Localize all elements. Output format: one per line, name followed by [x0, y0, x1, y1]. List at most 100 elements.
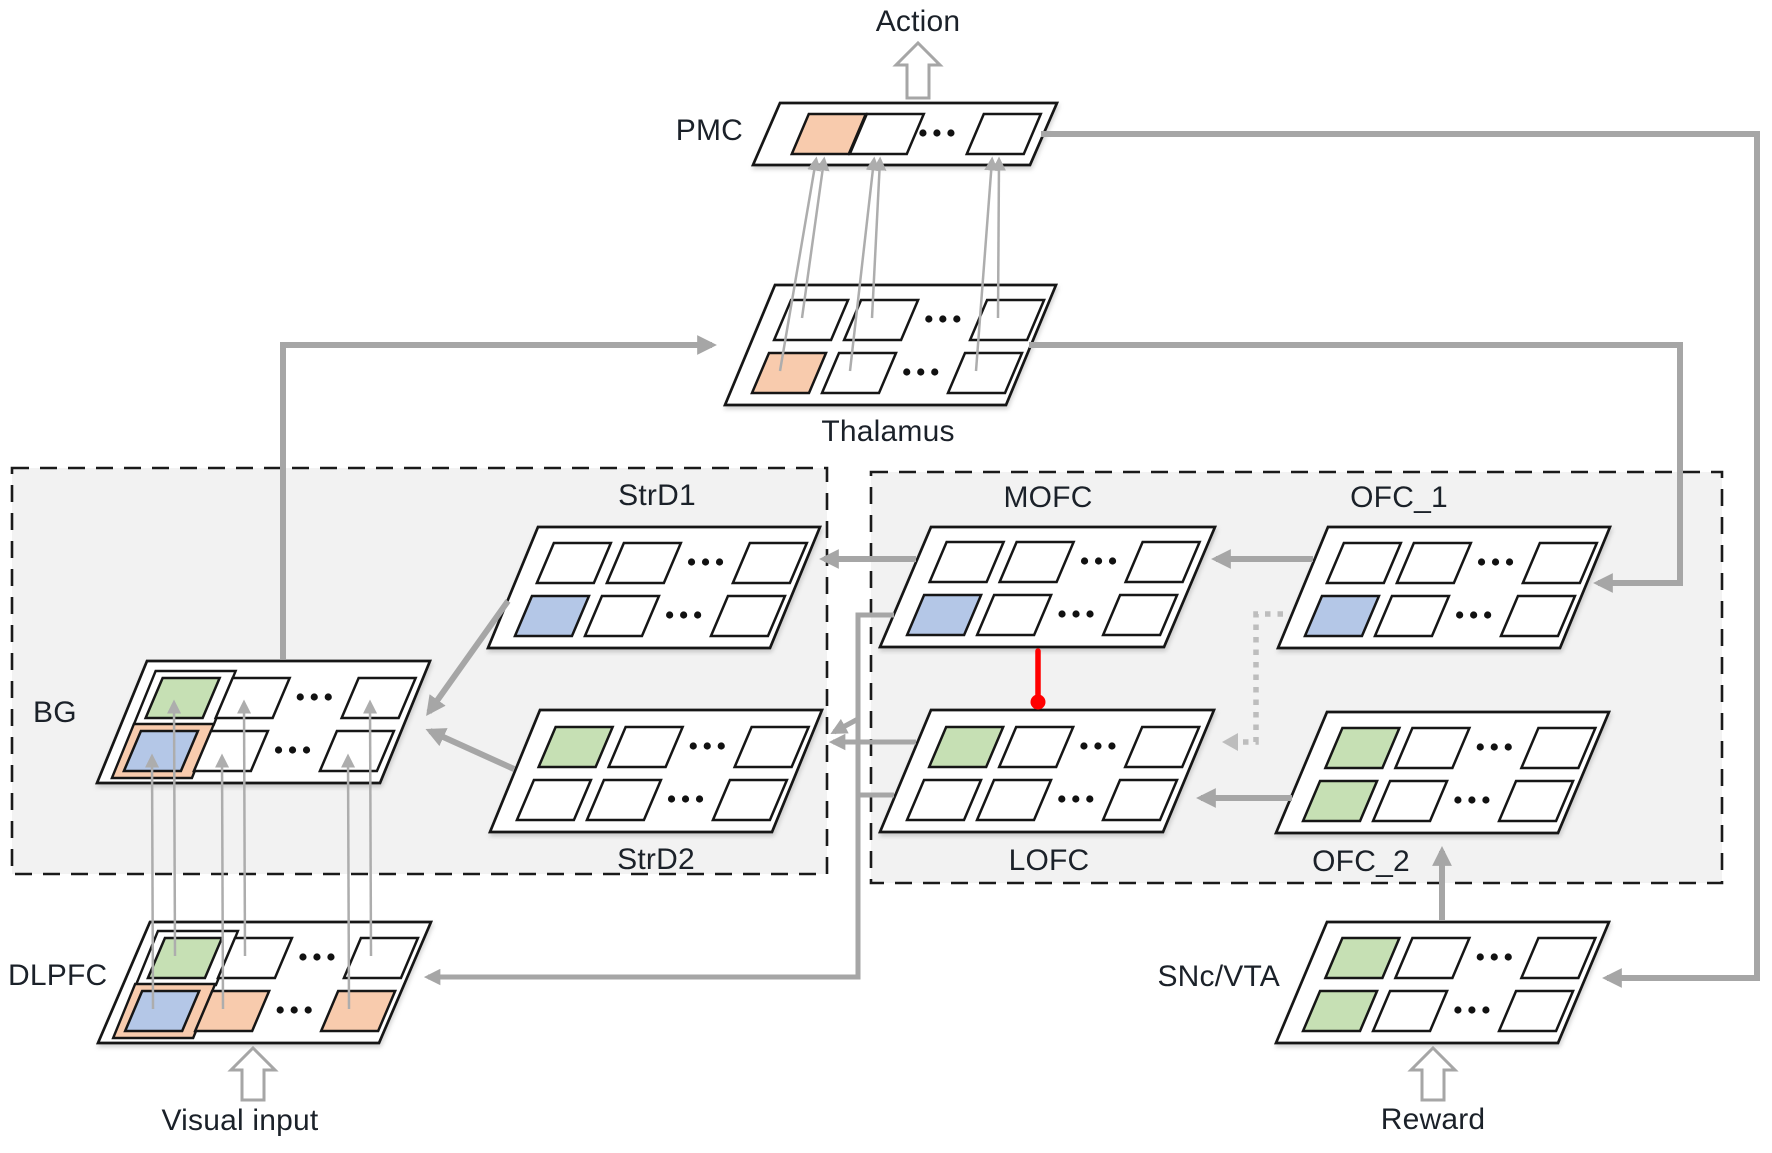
label-dlpfc: DLPFC: [8, 959, 108, 992]
lofc-cell-1-0: [905, 778, 983, 822]
snc-ellipsis-dot-2: [1482, 1006, 1490, 1014]
pmc-ellipsis-dot-0: [919, 129, 927, 137]
reward-block-arrow: [1407, 1045, 1459, 1102]
label-snc-vta: SNc/VTA: [1157, 960, 1280, 993]
ofc1-cell-0-2: [1520, 541, 1599, 585]
snc-ellipsis-dot-0: [1454, 1006, 1462, 1014]
pmc-cell-0-2: [964, 112, 1043, 156]
bg-ellipsis-dot-0: [296, 693, 304, 701]
thin-thal-pmc-1b: [800, 156, 830, 319]
thalamus-cell-0-0: [772, 298, 850, 342]
ofc2-cell-1-2: [1497, 779, 1575, 823]
ofc2-ellipsis-dot-1: [1490, 743, 1498, 751]
ofc1-ellipsis-dot-2: [1484, 611, 1492, 619]
strd1-ellipsis-dot-2: [715, 558, 724, 566]
ofc1-cell-1-2: [1499, 594, 1577, 638]
dlpfc-cell-0-2: [342, 936, 420, 980]
lofc-cell-0-0: [927, 725, 1006, 769]
thalamus-cell-1-1: [820, 351, 898, 395]
ofc1-ellipsis-dot-2: [1505, 558, 1514, 566]
strd2-cell-0-0: [536, 725, 615, 769]
action-block-arrow: [892, 40, 944, 100]
thin-dlpfc-bg-3b: [363, 699, 378, 957]
layer-lofc: [877, 708, 1217, 834]
thin-dlpfc-bg-2a: [215, 753, 230, 1010]
label-thalamus: Thalamus: [821, 415, 955, 448]
thin-dlpfc-bg-3a: [341, 753, 356, 1010]
strd2-cell-1-2: [711, 778, 789, 822]
lofc-cell-0-1: [997, 725, 1076, 769]
ofc2-ellipsis-dot-0: [1476, 743, 1484, 751]
layer-dlpfc: [95, 920, 434, 1045]
snc-cell-0-2: [1519, 936, 1598, 980]
bg-cell-0-1: [213, 676, 292, 720]
bg-ellipsis-dot-1: [310, 693, 318, 701]
mofc-ellipsis-dot-0: [1058, 610, 1066, 618]
layer-snc: [1273, 920, 1612, 1045]
thin-dlpfc-bg-2b: [237, 699, 252, 957]
strd1-cell-0-0: [534, 541, 613, 585]
strd1-ellipsis-dot-0: [687, 558, 696, 566]
mofc-cell-1-2: [1101, 593, 1179, 637]
strd2-cell-0-2: [732, 725, 811, 769]
strd2-ellipsis-dot-0: [667, 795, 676, 803]
lofc-ellipsis-dot-2: [1108, 742, 1116, 750]
ofc1-cell-0-1: [1394, 541, 1473, 585]
label-strd2: StrD2: [617, 843, 695, 876]
ofc1-cell-1-1: [1373, 594, 1451, 638]
thin-thal-pmc-2a: [848, 156, 880, 372]
arrow-branch-to-strd2: [830, 716, 860, 735]
bg-ellipsis-dot-2: [302, 746, 311, 754]
strd2-cell-1-0: [515, 778, 593, 822]
visual-input-block-arrow: [227, 1045, 279, 1102]
thalamus-ellipsis-dot-2: [953, 315, 961, 323]
strd1-cell-0-2: [730, 541, 809, 585]
mofc-cell-0-2: [1123, 540, 1202, 584]
dotted-ofc1-to-lofc: [1238, 611, 1283, 745]
ofc1-cell-1-0: [1303, 594, 1381, 638]
layer-mofc: [877, 525, 1218, 649]
ofc1-ellipsis-dot-1: [1491, 558, 1500, 566]
mofc-ellipsis-dot-1: [1072, 610, 1080, 618]
arrow-thalamus-to-ofc1: [1029, 342, 1683, 593]
strd2-ellipsis-dot-1: [681, 795, 690, 803]
bg-ellipsis-dot-2: [324, 693, 332, 701]
label-strd1: StrD1: [618, 479, 696, 512]
strd1-ellipsis-dot-0: [666, 611, 674, 619]
dlpfc-cell-1-0: [123, 989, 202, 1033]
ofc2-ellipsis-dot-1: [1468, 796, 1476, 804]
snc-cell-1-0: [1301, 989, 1379, 1033]
dlpfc-cell-1-1: [193, 989, 272, 1033]
thalamus-ellipsis-dot-1: [939, 315, 947, 323]
thalamus-ellipsis-dot-1: [917, 368, 925, 376]
dlpfc-ellipsis-dot-1: [290, 1006, 298, 1014]
dlpfc-ellipsis-dot-0: [299, 953, 307, 961]
strd1-cell-0-1: [604, 541, 683, 585]
ofc2-cell-1-0: [1301, 779, 1379, 823]
bg-cell-1-2: [318, 729, 396, 773]
thalamus-cell-1-0: [750, 351, 828, 395]
snc-ellipsis-dot-0: [1476, 953, 1484, 961]
bg-cell-0-2: [339, 676, 418, 720]
strd2-cell-1-1: [585, 778, 663, 822]
lofc-cell-0-2: [1123, 725, 1202, 769]
inhibitory-ball: [1030, 694, 1046, 710]
lofc-ellipsis-dot-1: [1072, 795, 1080, 803]
lofc-ellipsis-dot-2: [1086, 795, 1094, 803]
strd1-cell-1-2: [709, 594, 787, 638]
bg-ellipsis-dot-0: [274, 746, 283, 754]
thin-thal-pmc-1a: [778, 156, 822, 372]
thalamus-cell-1-2: [946, 351, 1024, 395]
dlpfc-ellipsis-dot-2: [304, 1006, 312, 1014]
strd2-cell-0-1: [606, 725, 685, 769]
dotted-arrowhead: [1222, 733, 1238, 751]
ofc2-ellipsis-dot-2: [1504, 743, 1512, 751]
snc-ellipsis-dot-1: [1490, 953, 1498, 961]
mofc-cell-0-1: [997, 540, 1076, 584]
lofc-ellipsis-dot-0: [1058, 795, 1066, 803]
strd2-ellipsis-dot-2: [695, 795, 704, 803]
label-ofc2: OFC_2: [1312, 845, 1410, 878]
layer-bg: [94, 659, 433, 785]
thalamus-ellipsis-dot-0: [903, 368, 911, 376]
